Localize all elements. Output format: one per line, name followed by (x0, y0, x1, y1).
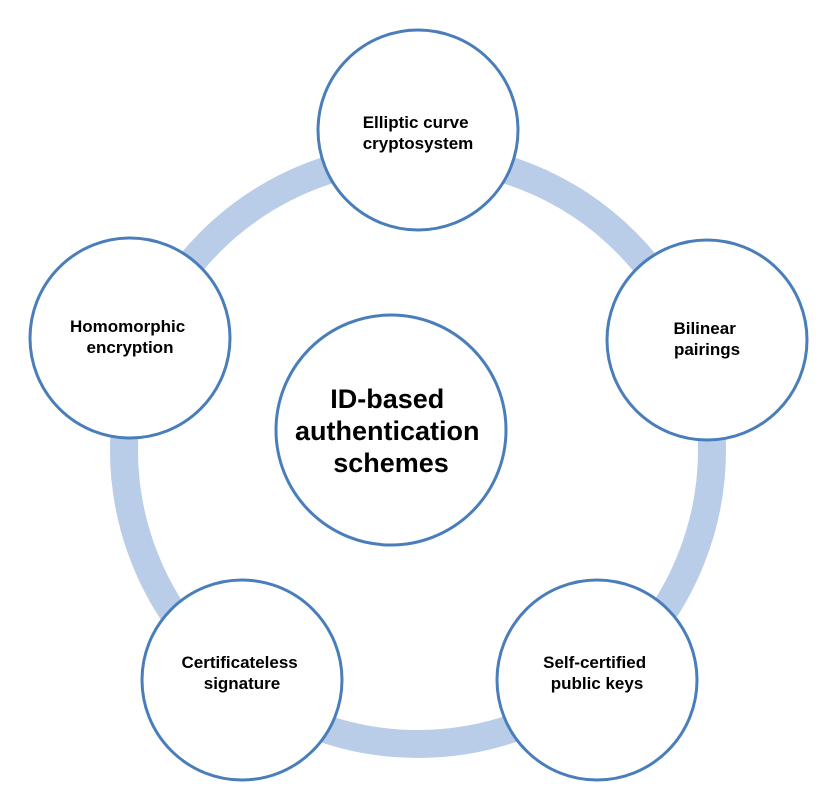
node-circle (28, 236, 232, 440)
node-label: Elliptic curve cryptosystem (363, 113, 474, 153)
node-label: Self-certified public keys (543, 653, 651, 693)
center-label-line-1: ID-based (330, 384, 444, 414)
node-label-line-1: Homomorphic (70, 317, 185, 336)
center-node: ID-based authentication schemes (274, 313, 508, 547)
node-label: Certificateless signature (182, 653, 303, 693)
node-elliptic-curve: Elliptic curve cryptosystem (316, 28, 520, 232)
node-label-line-2: signature (204, 674, 281, 693)
node-label-line-2: pairings (674, 340, 740, 359)
center-circle (274, 313, 508, 547)
center-label: ID-based authentication schemes (295, 384, 487, 478)
node-label-line-1: Elliptic curve (363, 113, 469, 132)
node-label: Homomorphic encryption (70, 317, 190, 357)
node-circle (495, 578, 699, 782)
node-label-line-2: encryption (87, 338, 174, 357)
node-label: Bilinear pairings (673, 319, 740, 359)
center-label-line-2: authentication (295, 416, 480, 446)
node-self-certified: Self-certified public keys (495, 578, 699, 782)
node-circle (140, 578, 344, 782)
node-bilinear-pairings: Bilinear pairings (605, 238, 809, 442)
node-label-line-1: Certificateless (182, 653, 298, 672)
node-circle (316, 28, 520, 232)
node-label-line-2: public keys (551, 674, 644, 693)
node-label-line-2: cryptosystem (363, 134, 474, 153)
center-label-line-3: schemes (333, 448, 449, 478)
node-certificateless: Certificateless signature (140, 578, 344, 782)
node-label-line-1: Bilinear (673, 319, 736, 338)
node-homomorphic: Homomorphic encryption (28, 236, 232, 440)
node-circle (605, 238, 809, 442)
node-label-line-1: Self-certified (543, 653, 646, 672)
